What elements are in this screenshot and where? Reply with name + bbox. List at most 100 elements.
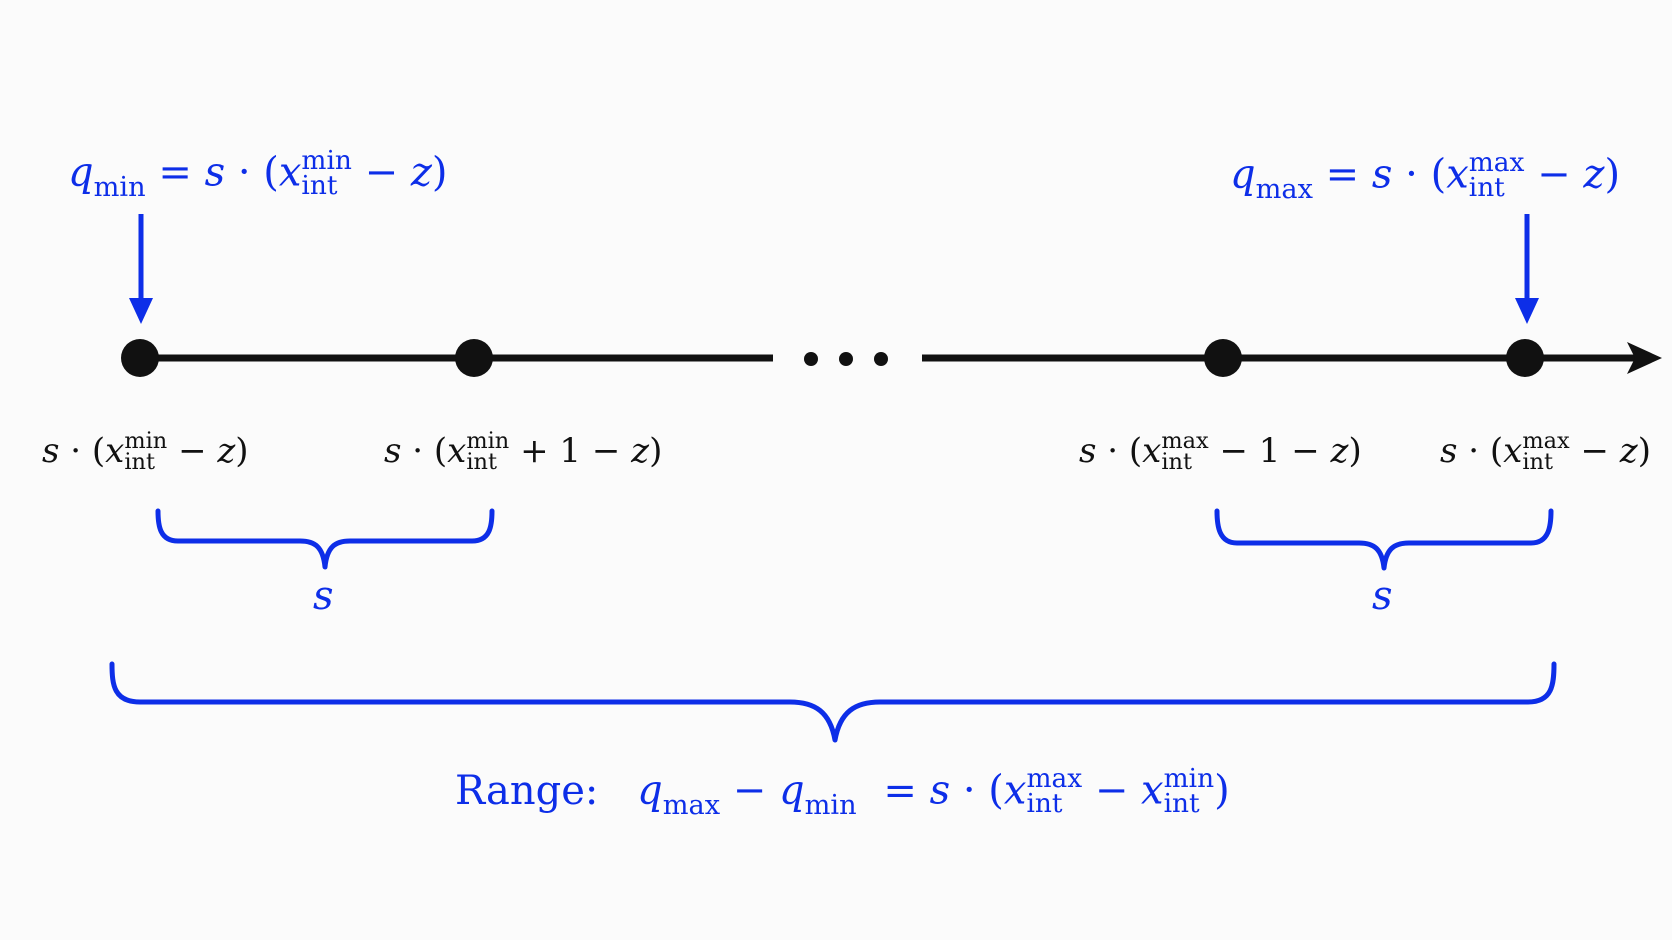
right-paren: ) bbox=[649, 431, 663, 472]
q-subscript-max: max bbox=[662, 789, 721, 821]
minus-sign: − bbox=[1580, 431, 1609, 472]
range-word: Range: bbox=[455, 767, 599, 814]
x-superscript-max: max bbox=[1468, 147, 1525, 178]
right-paren: ) bbox=[1214, 767, 1230, 814]
right-paren: ) bbox=[1348, 431, 1362, 472]
number-line-arrowhead bbox=[1627, 342, 1662, 374]
ellipsis-dot-2 bbox=[839, 352, 853, 366]
s-symbol: s bbox=[1372, 573, 1393, 619]
x-subscript-int: int bbox=[1468, 172, 1505, 204]
x-superscript-min: min bbox=[1163, 763, 1215, 794]
x-superscript-max: max bbox=[1161, 428, 1209, 454]
minus-sign-2: − bbox=[1291, 431, 1320, 472]
left-paren: ( bbox=[988, 767, 1004, 814]
dot-operator: · bbox=[1107, 431, 1119, 472]
brace-range bbox=[109, 661, 1557, 743]
right-paren: ) bbox=[1604, 151, 1621, 198]
s-symbol: s bbox=[1440, 431, 1458, 472]
ellipsis-dot-3 bbox=[874, 352, 888, 366]
z-symbol: z bbox=[410, 149, 432, 196]
x-superscript-min: min bbox=[466, 428, 510, 454]
minus-sign: − bbox=[732, 767, 767, 814]
x-subscript-int: int bbox=[1161, 449, 1192, 476]
x-subscript-int: int bbox=[466, 449, 497, 476]
minus-sign: − bbox=[591, 431, 621, 472]
x-superscript-max: max bbox=[1522, 428, 1570, 454]
x-subscript-int: int bbox=[1026, 788, 1063, 820]
arrow-q-min-head bbox=[129, 298, 153, 324]
x-symbol-2: x bbox=[1141, 767, 1164, 814]
arrow-q-max-head bbox=[1515, 298, 1539, 324]
dot-operator: · bbox=[1468, 431, 1480, 472]
minus-sign: − bbox=[1537, 151, 1571, 198]
point-x-min-plus-1 bbox=[455, 339, 493, 377]
z-symbol: z bbox=[217, 431, 236, 472]
x-superscript-min: min bbox=[124, 428, 168, 454]
s-symbol: s bbox=[42, 431, 60, 472]
s-symbol: s bbox=[204, 149, 226, 196]
plus-sign: + bbox=[520, 431, 549, 472]
s-symbol: s bbox=[313, 573, 334, 619]
x-symbol: x bbox=[1503, 431, 1523, 472]
x-subscript-int: int bbox=[124, 449, 155, 476]
x-subscript-int: int bbox=[1522, 449, 1553, 476]
left-paren: ( bbox=[433, 431, 448, 472]
q-symbol: q bbox=[68, 149, 94, 196]
q-symbol-2: q bbox=[779, 767, 805, 814]
left-paren: ( bbox=[1430, 151, 1447, 198]
dot-operator: · bbox=[70, 431, 82, 472]
brace-step-left bbox=[155, 508, 495, 570]
left-paren: ( bbox=[263, 149, 279, 196]
dot-operator: · bbox=[412, 431, 424, 472]
point-x-max bbox=[1506, 339, 1544, 377]
x-superscript-max: max bbox=[1026, 763, 1083, 794]
minus-sign-2: − bbox=[1094, 767, 1129, 814]
x-symbol: x bbox=[105, 431, 125, 472]
z-symbol: z bbox=[1619, 431, 1638, 472]
z-symbol: z bbox=[631, 431, 650, 472]
left-paren: ( bbox=[1128, 431, 1143, 472]
z-symbol: z bbox=[1583, 151, 1605, 198]
x-subscript-int: int bbox=[301, 170, 338, 202]
dot-operator: · bbox=[962, 767, 976, 814]
x-symbol: x bbox=[447, 431, 467, 472]
q-subscript-max: max bbox=[1255, 173, 1313, 205]
left-paren: ( bbox=[1489, 431, 1504, 472]
right-paren: ) bbox=[235, 431, 249, 472]
point-x-min bbox=[121, 339, 159, 377]
brace-step-right bbox=[1214, 508, 1554, 571]
step-label-right: s bbox=[1372, 576, 1393, 616]
s-symbol: s bbox=[384, 431, 402, 472]
x-symbol: x bbox=[278, 149, 302, 196]
minus-sign: − bbox=[178, 431, 207, 472]
equals-sign: = bbox=[1325, 151, 1360, 198]
x-symbol: x bbox=[1446, 151, 1469, 198]
equals-sign: = bbox=[883, 767, 917, 814]
point-x-max-minus-1 bbox=[1204, 339, 1242, 377]
minus-sign: − bbox=[364, 149, 399, 196]
x-superscript-min: min bbox=[301, 145, 352, 176]
dot-operator: · bbox=[237, 149, 251, 196]
right-paren: ) bbox=[431, 149, 448, 196]
one-digit: 1 bbox=[559, 431, 582, 472]
q-subscript-min: min bbox=[93, 171, 146, 203]
equals-sign: = bbox=[158, 149, 192, 196]
right-paren: ) bbox=[1637, 431, 1651, 472]
z-symbol: z bbox=[1330, 431, 1349, 472]
s-symbol: s bbox=[1079, 431, 1097, 472]
